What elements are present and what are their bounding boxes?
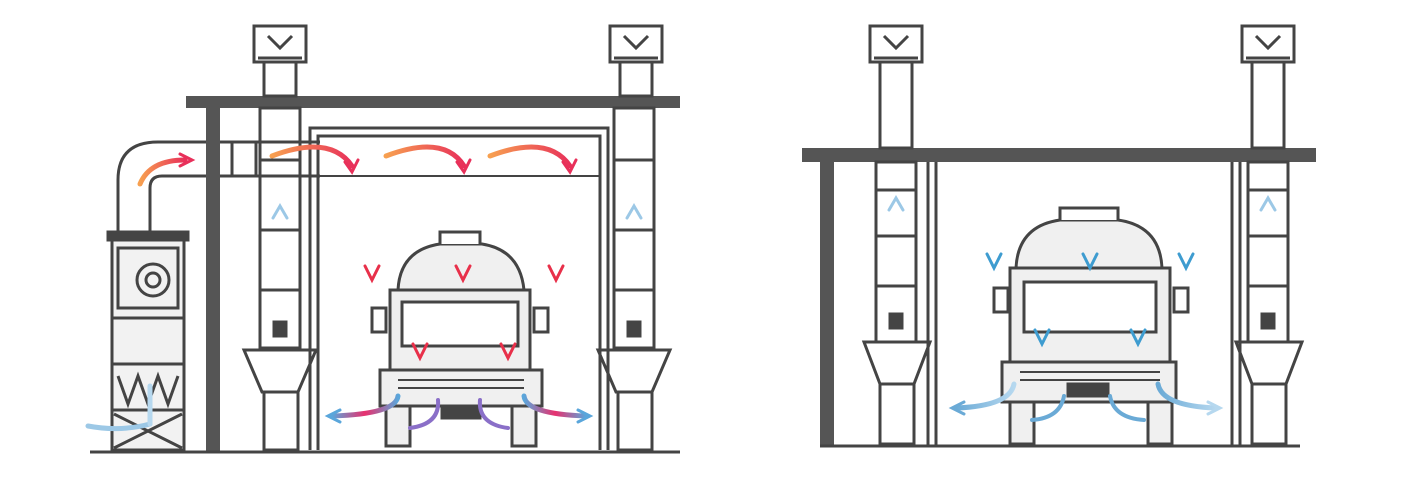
airflow-arrow-icon [137,157,188,187]
airflow-arrow-icon [521,393,589,419]
airflow-arrow-icon [408,398,441,430]
roof-beam [186,96,680,108]
airflow-arrow-icon [953,381,1017,411]
airflow-arrow-icon [269,144,355,169]
left-support-column [206,108,220,453]
booth-frame [308,126,610,450]
airflow-arrow-icon [1108,394,1146,422]
ventilation-mode-panel [802,24,1316,448]
airflow-arrow-icon [487,144,573,169]
right-exhaust-stack [595,24,673,452]
airflow-arrow-icon [477,398,510,430]
left-exhaust-stack [861,24,933,446]
right-exhaust-stack [1233,24,1305,446]
truck-icon [370,230,550,448]
warm-airflow [85,144,643,432]
supply-duct [116,140,320,238]
roof-beam [802,148,1316,162]
airflow-arrow-icon [85,421,153,432]
booth-frame [926,162,1242,446]
truck-icon [992,206,1190,446]
airflow-arrow-icon [383,144,467,169]
heated-mode-panel [90,24,680,454]
cool-airflow [887,181,1277,422]
airflow-arrow-icon [1030,394,1066,422]
airflow-arrow-icon [329,393,401,419]
left-support-column [820,162,834,446]
airflow-arrow-icon [1155,381,1219,411]
